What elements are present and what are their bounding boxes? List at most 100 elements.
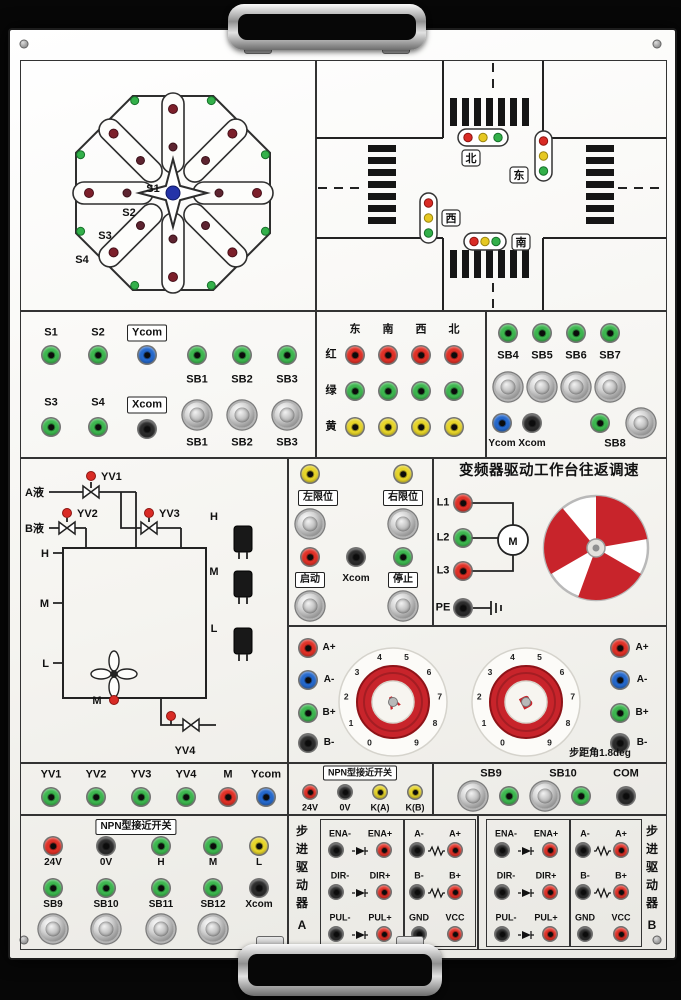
jack-sb10[interactable] [572, 787, 590, 805]
jack-kb[interactable] [408, 785, 422, 799]
jack-ycom[interactable] [493, 414, 511, 432]
jack-yellow-north[interactable] [445, 418, 463, 436]
button-sb6[interactable] [563, 374, 589, 400]
knob-a[interactable]: 0 1 2 3 4 5 6 7 8 9 A [333, 642, 453, 762]
jack-a-pul-minus[interactable] [329, 927, 343, 941]
jack-yellow-south[interactable] [379, 418, 397, 436]
jack-a-dir-plus[interactable] [377, 885, 391, 899]
jack-sb1[interactable] [188, 346, 206, 364]
jack-ycom[interactable] [257, 788, 275, 806]
jack-a-plus-left[interactable] [299, 639, 317, 657]
jack-a-aplus[interactable] [448, 843, 462, 857]
button-sb7[interactable] [597, 374, 623, 400]
jack-b-vcc[interactable] [614, 927, 628, 941]
jack-h[interactable] [152, 837, 170, 855]
jack-b-aplus[interactable] [614, 843, 628, 857]
jack-sb6[interactable] [567, 324, 585, 342]
jack-ycom[interactable] [138, 346, 156, 364]
carry-handle-bottom[interactable] [238, 944, 442, 996]
jack-s3[interactable] [42, 418, 60, 436]
jack-s1[interactable] [42, 346, 60, 364]
jack-xcom[interactable] [523, 414, 541, 432]
jack-s2[interactable] [89, 346, 107, 364]
button-sb4[interactable] [495, 374, 521, 400]
button-sb5[interactable] [529, 374, 555, 400]
jack-sb4[interactable] [499, 324, 517, 342]
jack-a-ena-minus[interactable] [329, 843, 343, 857]
button-start[interactable] [297, 593, 323, 619]
jack-a-dir-minus[interactable] [329, 885, 343, 899]
jack-a-ena-plus[interactable] [377, 843, 391, 857]
jack-a-vcc[interactable] [448, 927, 462, 941]
jack-stop[interactable] [394, 548, 412, 566]
jack-a-aminus[interactable] [410, 843, 424, 857]
button-sb8[interactable] [628, 410, 654, 436]
button-sb1[interactable] [184, 402, 210, 428]
jack-m[interactable] [204, 837, 222, 855]
jack-sb9[interactable] [44, 879, 62, 897]
jack-l2[interactable] [454, 529, 472, 547]
knob-b[interactable]: 0 1 2 3 4 5 6 7 8 9 B [466, 642, 586, 762]
jack-sb3[interactable] [278, 346, 296, 364]
jack-ka[interactable] [373, 785, 387, 799]
button-sb10[interactable] [532, 783, 558, 809]
jack-b-bplus[interactable] [614, 885, 628, 899]
button-sb10[interactable] [93, 916, 119, 942]
jack-sb10[interactable] [97, 879, 115, 897]
jack-m[interactable] [219, 788, 237, 806]
carry-handle-top[interactable] [228, 4, 426, 50]
jack-b-dir-plus[interactable] [543, 885, 557, 899]
jack-b-dir-minus[interactable] [495, 885, 509, 899]
jack-0v[interactable] [97, 837, 115, 855]
jack-green-west[interactable] [412, 382, 430, 400]
jack-sb9[interactable] [500, 787, 518, 805]
jack-b-ena-plus[interactable] [543, 843, 557, 857]
button-right-limit[interactable] [390, 511, 416, 537]
jack-b-pul-minus[interactable] [495, 927, 509, 941]
jack-sb12[interactable] [204, 879, 222, 897]
jack-l3[interactable] [454, 562, 472, 580]
drive-wheel[interactable] [542, 494, 650, 602]
jack-sb5[interactable] [533, 324, 551, 342]
jack-yv1[interactable] [42, 788, 60, 806]
jack-24v[interactable] [44, 837, 62, 855]
jack-yv4[interactable] [177, 788, 195, 806]
jack-b-minus-left[interactable] [299, 734, 317, 752]
button-stop[interactable] [390, 593, 416, 619]
button-sb11[interactable] [148, 916, 174, 942]
jack-yellow-west[interactable] [412, 418, 430, 436]
jack-a-minus-right[interactable] [611, 671, 629, 689]
jack-a-minus-left[interactable] [299, 671, 317, 689]
jack-b-gnd[interactable] [578, 927, 592, 941]
jack-0v[interactable] [338, 785, 352, 799]
button-left-limit[interactable] [297, 511, 323, 537]
jack-sb2[interactable] [233, 346, 251, 364]
jack-b-pul-plus[interactable] [543, 927, 557, 941]
button-sb3[interactable] [274, 402, 300, 428]
jack-left-limit[interactable] [301, 465, 319, 483]
jack-green-south[interactable] [379, 382, 397, 400]
jack-green-east[interactable] [346, 382, 364, 400]
jack-red-north[interactable] [445, 346, 463, 364]
jack-sb7[interactable] [601, 324, 619, 342]
jack-red-south[interactable] [379, 346, 397, 364]
jack-yellow-east[interactable] [346, 418, 364, 436]
jack-red-west[interactable] [412, 346, 430, 364]
jack-right-limit[interactable] [394, 465, 412, 483]
jack-yv3[interactable] [132, 788, 150, 806]
jack-xcom[interactable] [250, 879, 268, 897]
jack-b-minus-right[interactable] [611, 734, 629, 752]
jack-a-bplus[interactable] [448, 885, 462, 899]
jack-b-ena-minus[interactable] [495, 843, 509, 857]
jack-a-bminus[interactable] [410, 885, 424, 899]
jack-s4[interactable] [89, 418, 107, 436]
jack-sb11[interactable] [152, 879, 170, 897]
button-sb2[interactable] [229, 402, 255, 428]
jack-b-aminus[interactable] [576, 843, 590, 857]
button-sb9[interactable] [40, 916, 66, 942]
jack-sb8[interactable] [591, 414, 609, 432]
jack-xcom[interactable] [138, 420, 156, 438]
jack-l1[interactable] [454, 494, 472, 512]
jack-xcom[interactable] [347, 548, 365, 566]
jack-green-north[interactable] [445, 382, 463, 400]
